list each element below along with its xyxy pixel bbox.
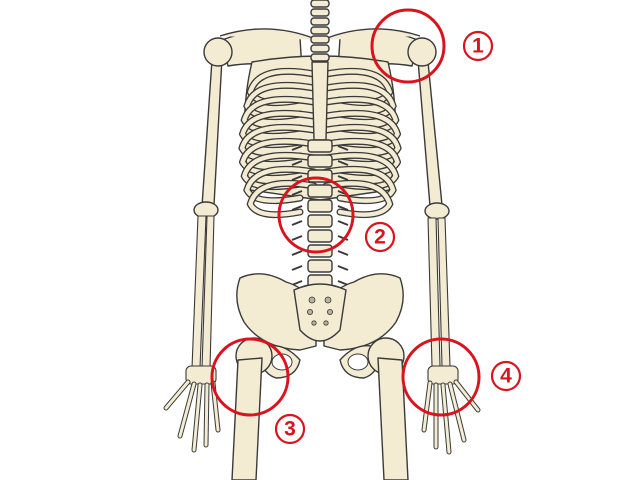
marker-3-label: 3 <box>284 418 296 441</box>
vertebra-process <box>291 235 349 241</box>
vertebra <box>307 214 333 228</box>
rib <box>323 167 396 203</box>
vertebra-process <box>291 160 349 166</box>
vertebra <box>310 0 330 8</box>
left-arm <box>417 59 451 367</box>
vertebra <box>307 229 333 243</box>
right-arm <box>191 57 223 369</box>
vertebra-process <box>291 145 349 151</box>
vertebra-process <box>291 205 349 211</box>
vertebra-process <box>291 250 349 256</box>
vertebra <box>310 44 330 53</box>
rib-cage <box>238 55 402 219</box>
right-femur <box>231 337 273 480</box>
rib <box>323 181 393 217</box>
vertebra-process <box>291 220 349 226</box>
left-femur <box>367 337 409 480</box>
marker-1: 1 <box>370 8 494 84</box>
rib <box>247 181 317 217</box>
vertebra <box>310 35 330 44</box>
vertebra <box>307 154 333 168</box>
right-hand <box>163 365 221 453</box>
marker-4: 4 <box>401 337 522 417</box>
vertebra <box>307 259 333 273</box>
vertebra <box>307 199 333 213</box>
marker-3: 3 <box>210 337 306 445</box>
rib <box>244 167 317 203</box>
vertebra-process <box>291 265 349 271</box>
vertebra <box>310 26 330 35</box>
vertebra <box>307 184 333 198</box>
vertebra-process <box>291 175 349 181</box>
marker-4-label: 4 <box>500 365 512 388</box>
marker-1-label: 1 <box>472 35 484 58</box>
vertebra <box>310 17 330 26</box>
vertebra <box>307 139 333 153</box>
marker-2-label: 2 <box>374 226 386 249</box>
marker-2: 2 <box>277 176 396 254</box>
shoulder-girdle <box>203 28 437 71</box>
vertebra <box>310 8 330 17</box>
left-hand <box>421 365 481 455</box>
vertebra <box>310 53 330 62</box>
